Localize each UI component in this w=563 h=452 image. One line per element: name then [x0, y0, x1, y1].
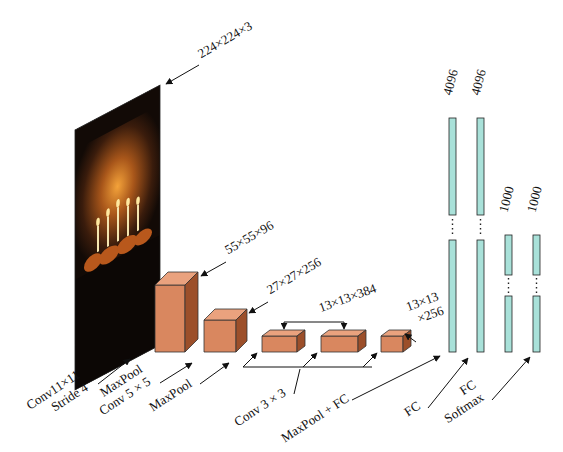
unit-count: 4096: [441, 68, 462, 97]
layer-label: Conv11×11 Stride 4: [18, 368, 91, 430]
dimension-label: 224×224×3: [196, 19, 256, 62]
layer-label: FC: [402, 399, 423, 420]
bar-ellipsis: [453, 219, 537, 293]
unit-count: 1000: [525, 185, 546, 214]
dimension-label: 55×55×96: [223, 218, 277, 258]
layer-label: Conv 3 × 3: [232, 386, 289, 430]
fc-bars: [449, 118, 540, 352]
input-image: [75, 85, 160, 390]
dimension-label: 13×13×384: [317, 281, 379, 316]
dimension-label: 27×27×256: [265, 255, 325, 298]
leader-arrows: [98, 65, 530, 408]
layer-label: MaxPool + FC: [279, 391, 352, 446]
unit-count: 4096: [469, 68, 490, 97]
layer-label: FC Softmax: [429, 378, 487, 430]
layer-label: MaxPool: [147, 376, 195, 414]
dimension-label: 13×13 ×256: [402, 289, 446, 329]
layer-label: MaxPool Conv 5 × 5: [84, 362, 154, 422]
unit-count: 1000: [497, 185, 518, 214]
